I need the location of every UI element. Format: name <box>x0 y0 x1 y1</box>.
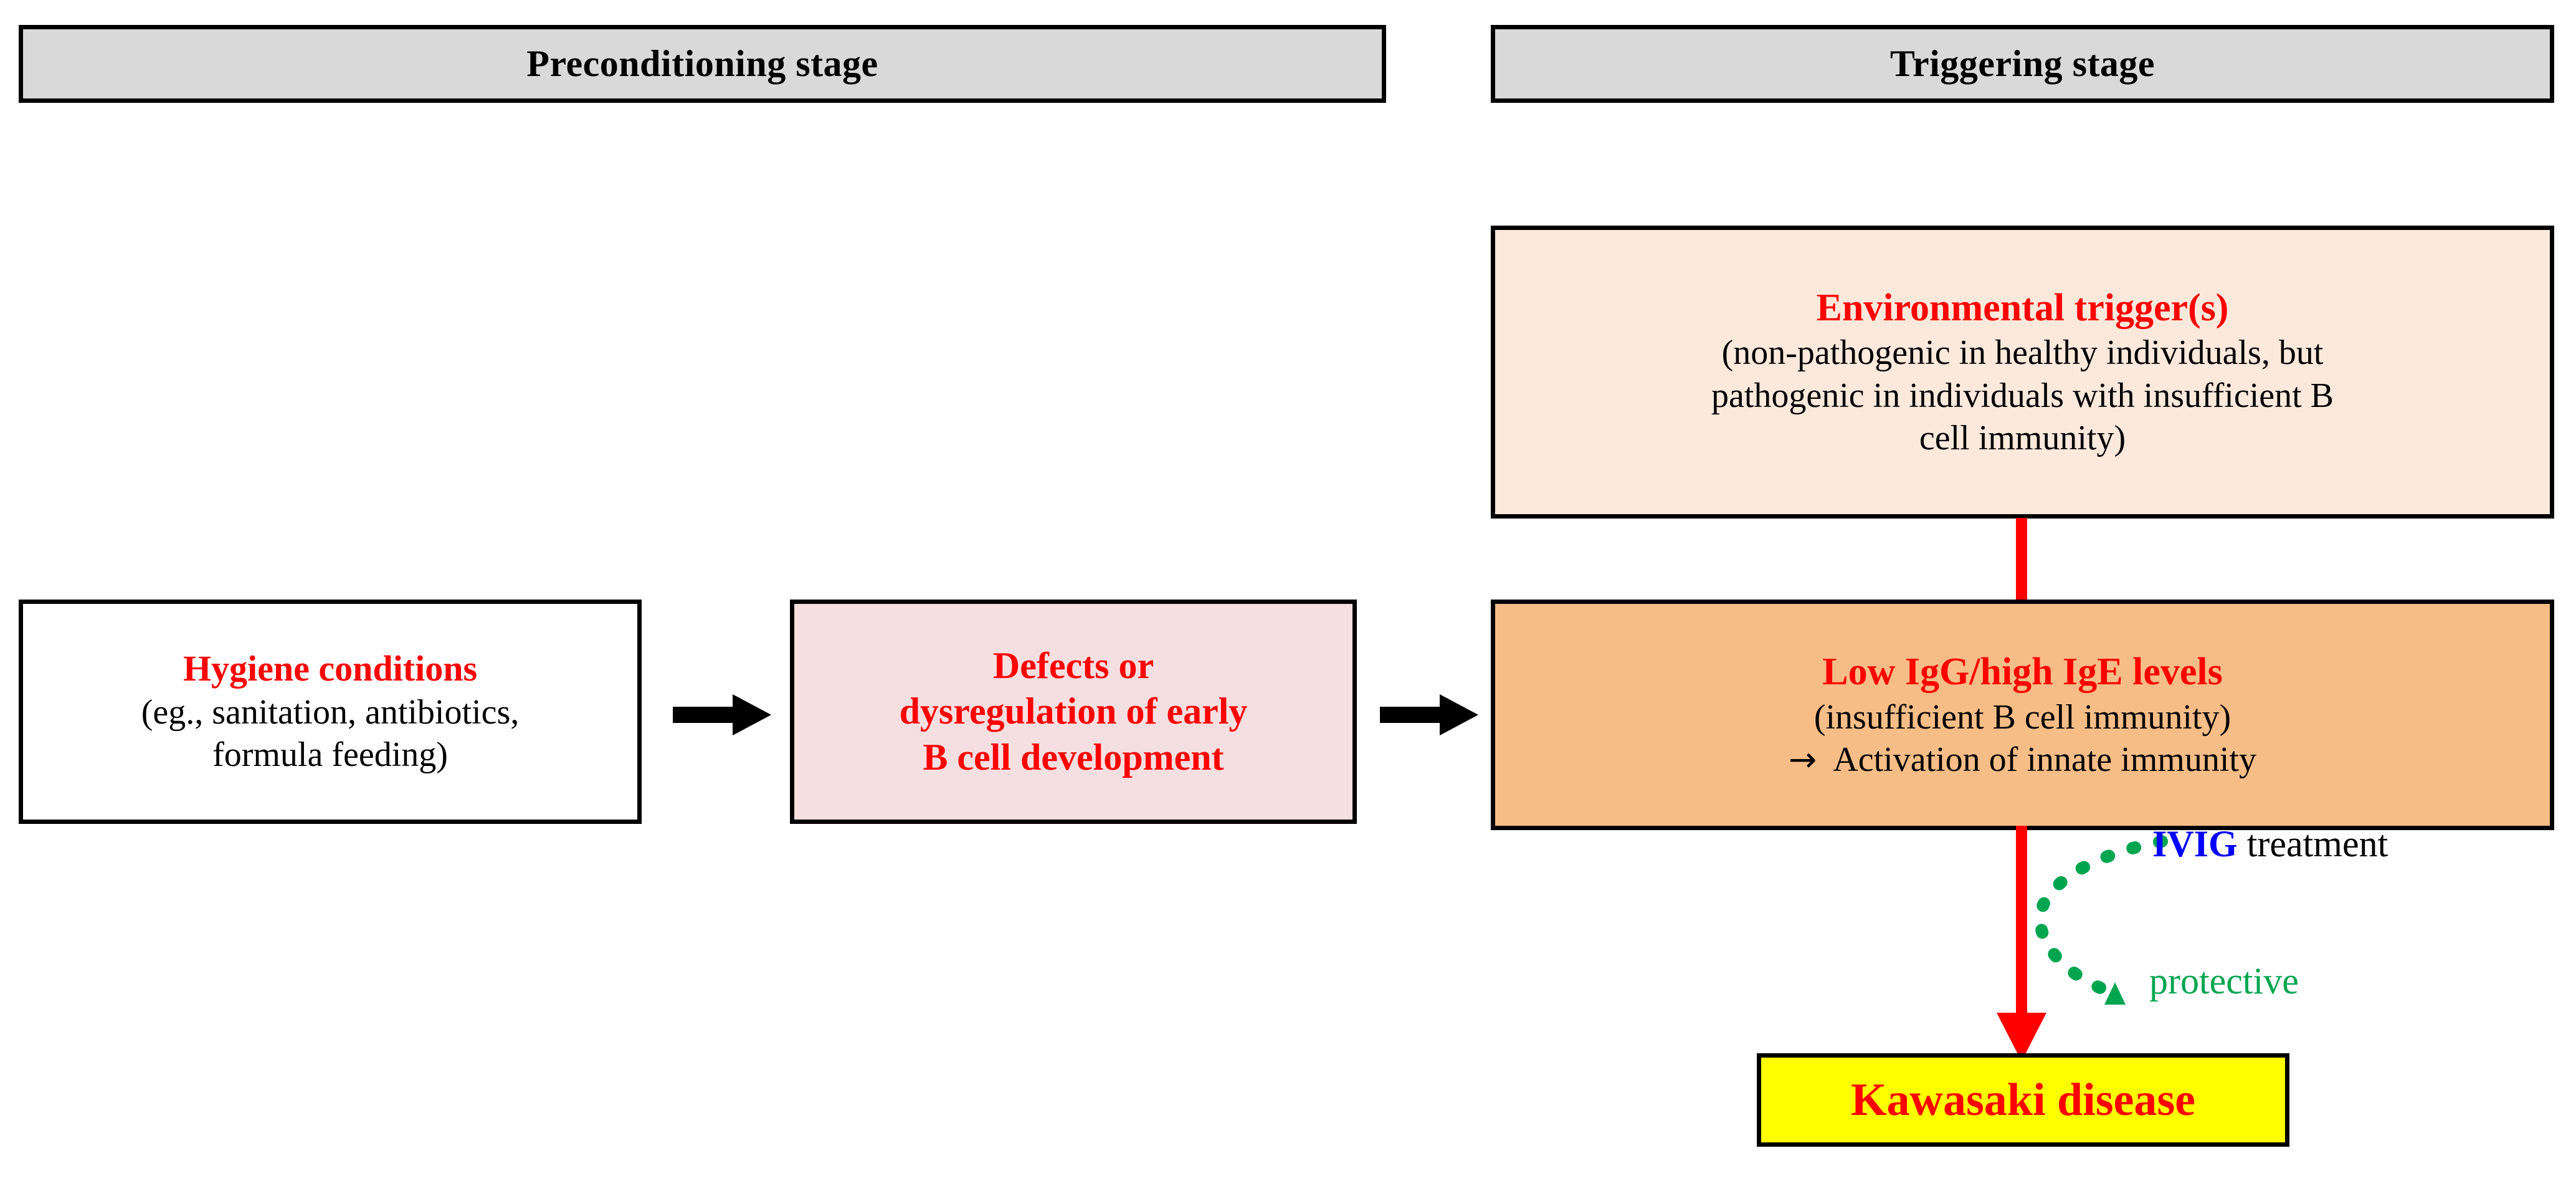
low-igg-activation-row: → Activation of innate immunity <box>1514 739 2531 781</box>
environmental-trigger-detail-line-1: (non-pathogenic in healthy individuals, … <box>1721 333 2324 373</box>
ivig-label: IVIG <box>2152 823 2238 864</box>
box-kawasaki-disease: Kawasaki disease <box>1757 1053 2289 1147</box>
ivig-treatment-label: treatment <box>2237 823 2388 864</box>
red-down-arrow-icon-to-kawasaki <box>1962 826 2081 1063</box>
stage-header-preconditioning: Preconditioning stage <box>19 25 1386 103</box>
environmental-trigger-title: Environmental trigger(s) <box>1816 286 2229 329</box>
stage-header-preconditioning-label: Preconditioning stage <box>526 42 878 84</box>
box-defects-b-cell-development: Defects or dysregulation of early B cell… <box>790 600 1357 824</box>
defects-line-3: B cell development <box>923 736 1224 778</box>
stage-header-triggering: Triggering stage <box>1491 25 2554 103</box>
red-vertical-connector-icon <box>2016 518 2027 601</box>
green-dotted-curved-arrow-icon-protective <box>1956 829 2255 1016</box>
hygiene-detail-line-2: formula feeding) <box>212 735 448 775</box>
low-igg-detail-line-2: Activation of innate immunity <box>1833 740 2256 779</box>
annotation-ivig-treatment: IVIG treatment <box>2152 823 2388 866</box>
environmental-trigger-detail-line-2: pathogenic in individuals with insuffici… <box>1711 376 2334 415</box>
hygiene-title: Hygiene conditions <box>183 648 478 689</box>
hygiene-detail-line-1: (eg., sanitation, antibiotics, <box>141 693 520 732</box>
low-igg-title: Low IgG/high IgE levels <box>1822 650 2223 693</box>
defects-line-1: Defects or <box>992 645 1154 687</box>
stage-header-triggering-label: Triggering stage <box>1889 42 2155 84</box>
protective-label: protective <box>2149 960 2299 1002</box>
black-right-arrow-icon-defects-to-low-igg <box>1380 691 1480 741</box>
box-hygiene-conditions: Hygiene conditions (eg., sanitation, ant… <box>19 600 642 824</box>
box-environmental-trigger: Environmental trigger(s) (non-pathogenic… <box>1491 226 2554 519</box>
right-arrow-glyph-icon: → <box>1789 739 1817 779</box>
defects-line-2: dysregulation of early <box>899 691 1248 732</box>
annotation-protective: protective <box>2149 960 2299 1003</box>
low-igg-detail-line-1: (insufficient B cell immunity) <box>1813 697 2231 737</box>
black-right-arrow-icon-hygiene-to-defects <box>673 691 772 741</box>
kawasaki-disease-label: Kawasaki disease <box>1850 1074 2195 1126</box>
box-low-igg-high-ige: Low IgG/high IgE levels (insufficient B … <box>1491 600 2554 830</box>
environmental-trigger-detail-line-3: cell immunity) <box>1919 418 2126 457</box>
